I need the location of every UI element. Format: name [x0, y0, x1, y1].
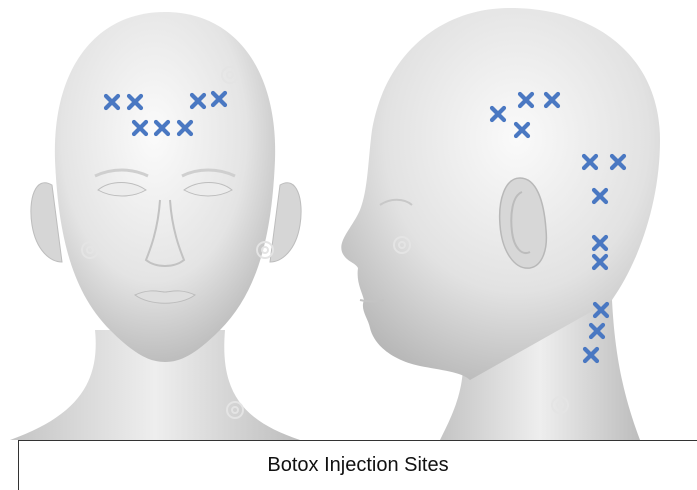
front-left-ear [31, 183, 62, 262]
front-view-head [10, 12, 301, 440]
head-illustration [0, 0, 697, 440]
caption-text: Botox Injection Sites [267, 454, 448, 477]
front-face [55, 12, 275, 362]
caption-box: Botox Injection Sites [18, 440, 697, 490]
side-view-head [341, 8, 660, 440]
front-right-ear [270, 183, 301, 262]
